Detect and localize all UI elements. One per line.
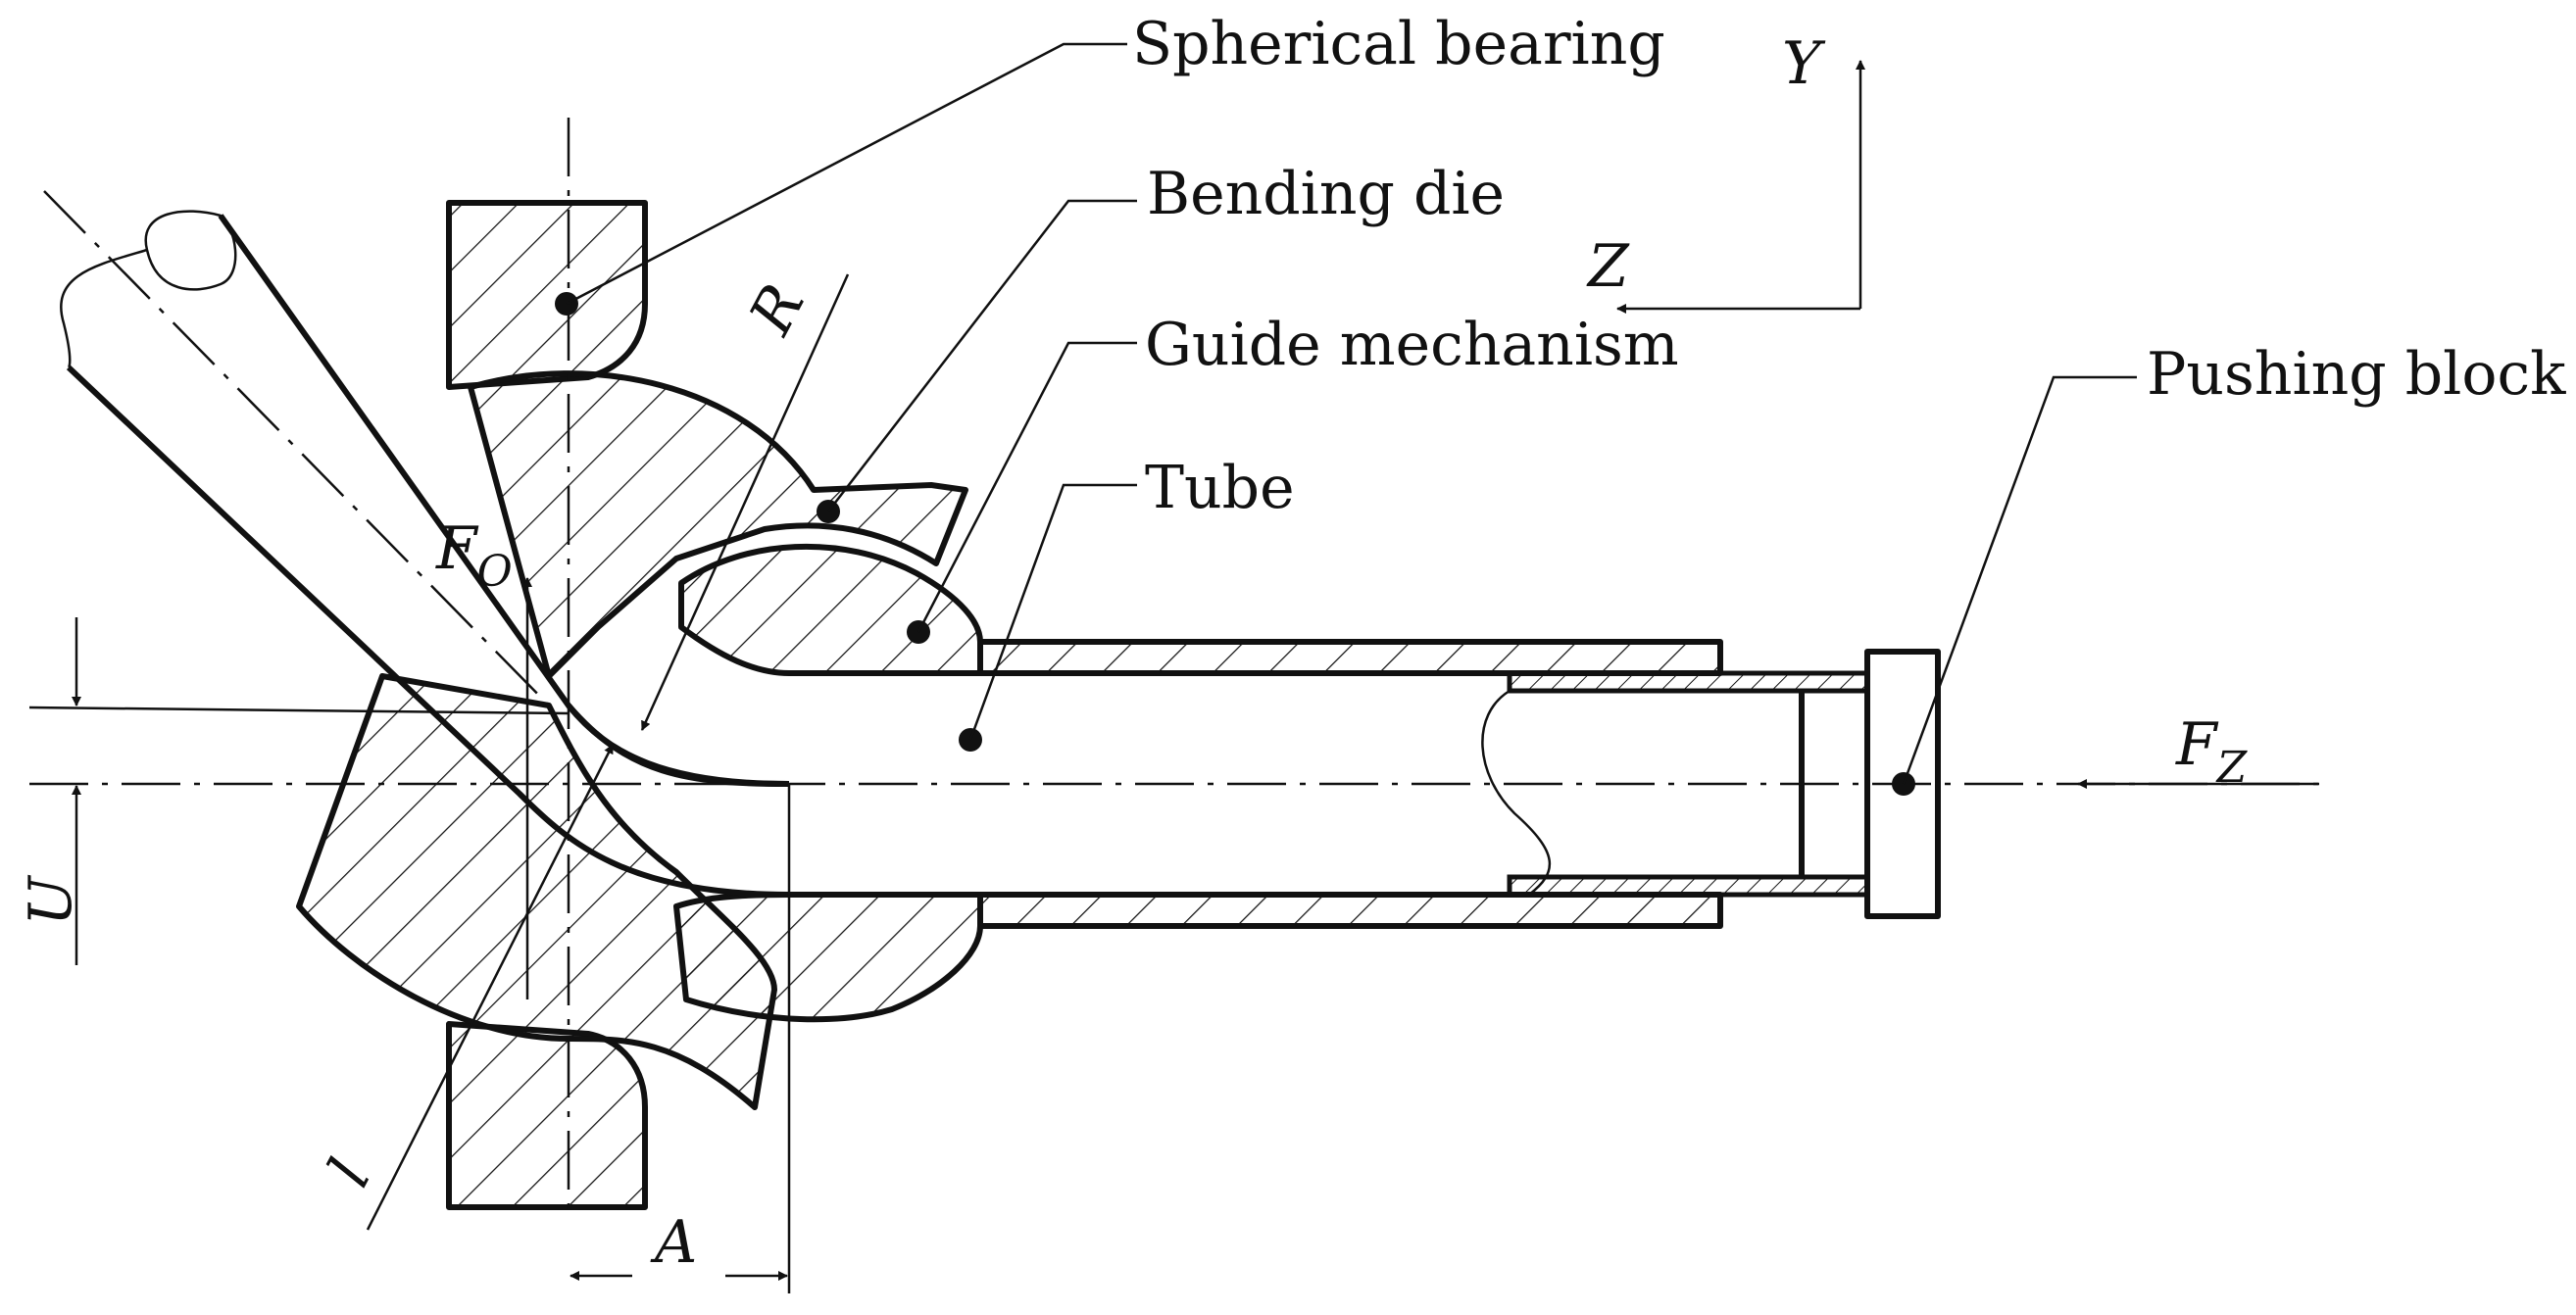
force-fz: FZ — [2077, 710, 2318, 793]
coordinate-axes: Y Z — [1586, 29, 1865, 314]
spherical-bearing-label: Spherical bearing — [1132, 10, 1665, 78]
pushing-block-label: Pushing block — [2147, 340, 2566, 409]
housing-bottom-wall — [977, 892, 1723, 929]
tube-label: Tube — [1145, 454, 1295, 522]
force-fo-label: FO — [435, 514, 513, 597]
bending-die-upper — [468, 370, 968, 679]
axis-z-label: Z — [1586, 232, 1630, 301]
force-fo: FO — [435, 514, 532, 999]
offset-u-dimension: U — [17, 617, 570, 965]
offset-a-dimension: A — [570, 784, 791, 1293]
radius-label: R — [736, 273, 817, 346]
guide-mechanism — [673, 543, 983, 1023]
length-label: l — [315, 1148, 384, 1197]
sleeve-bottom — [1507, 874, 1870, 898]
guide-mechanism-upper — [678, 543, 983, 676]
centre-lines — [29, 118, 2323, 1210]
break-line — [1481, 689, 1552, 896]
axis-y-label: Y — [1782, 29, 1826, 98]
bearing-upper — [446, 200, 648, 390]
bending-die-label: Bending die — [1147, 160, 1505, 228]
offset-u-label: U — [17, 874, 85, 926]
housing-top-wall — [977, 639, 1723, 676]
guide-mechanism-label: Guide mechanism — [1145, 311, 1679, 379]
sleeve-top — [1507, 670, 1870, 694]
bearing-lower — [446, 1021, 648, 1210]
offset-a-label: A — [650, 1208, 697, 1277]
tube-cut-end — [144, 210, 237, 291]
guide-mechanism-lower — [673, 892, 983, 1023]
callouts — [555, 42, 2137, 796]
tube — [60, 210, 1510, 898]
force-fz-label: FZ — [2175, 710, 2249, 793]
bent-tube-axis-line — [43, 190, 550, 706]
